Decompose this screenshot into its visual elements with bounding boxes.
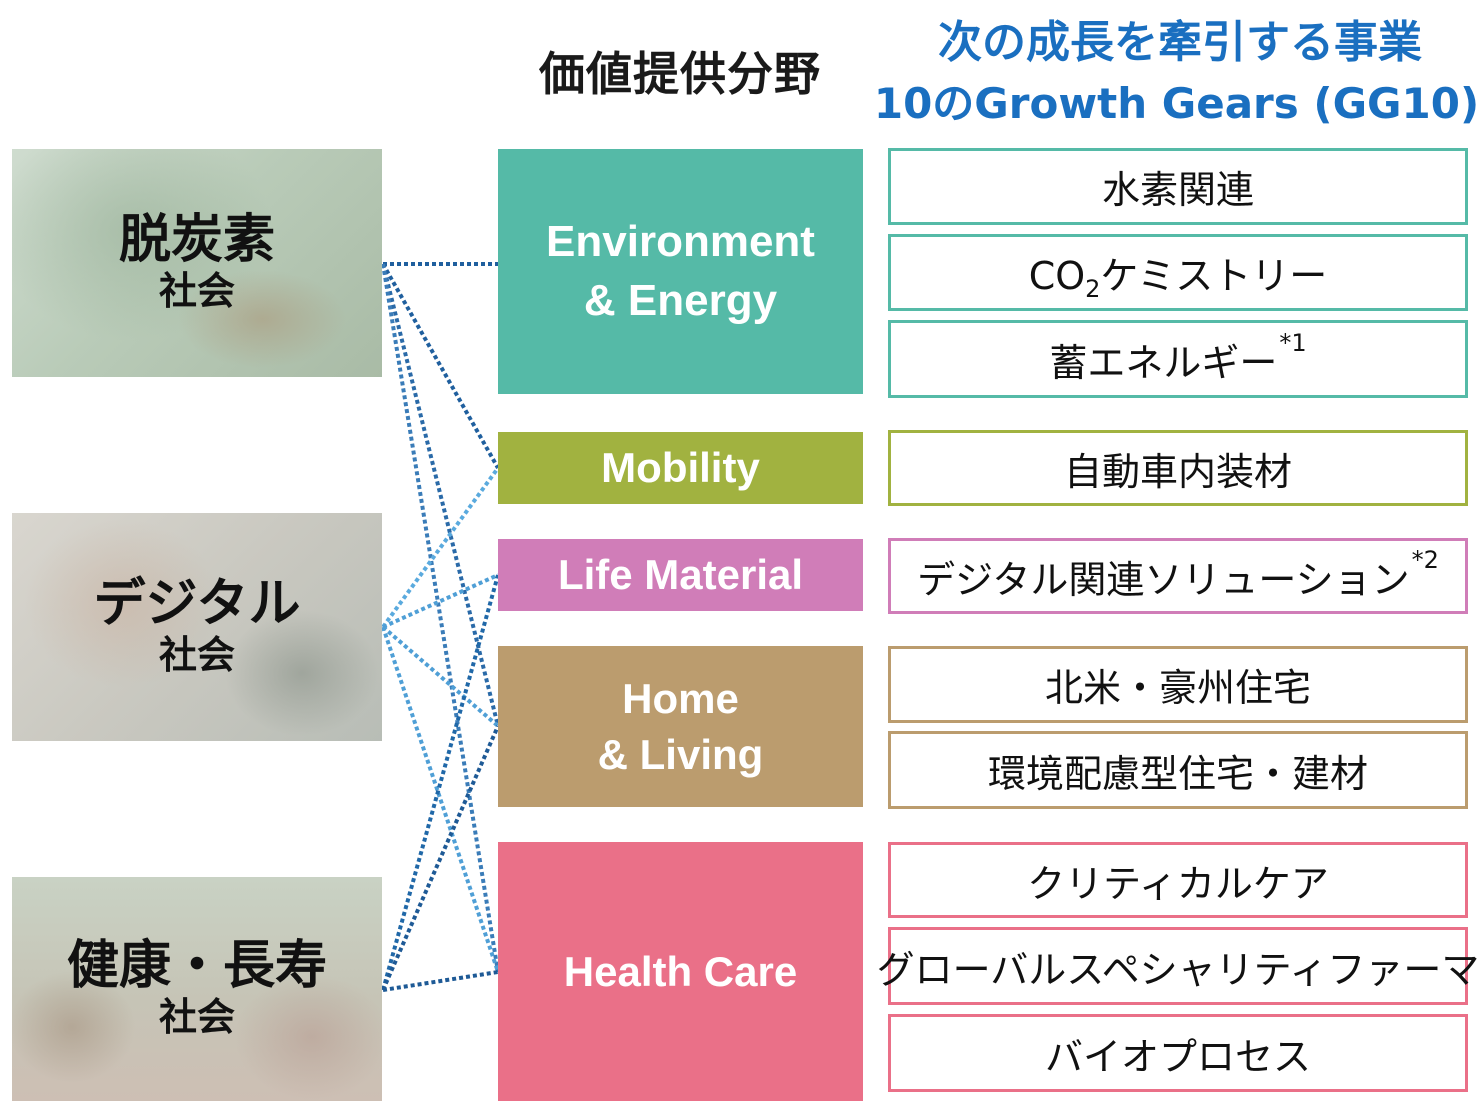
link-digital-mobility: [381, 466, 500, 629]
domains-title: 価値提供分野: [539, 47, 821, 101]
domain-label: Health Care: [563, 947, 798, 995]
gear-na-aus-housing: 北米・豪州住宅: [888, 646, 1468, 723]
domain-environment-energy: Environment & Energy: [498, 149, 863, 394]
link-decarbon-health: [381, 263, 500, 973]
gears-subtitle: 10のGrowth Gears (GG10): [873, 79, 1480, 128]
gear-label: 自動車内装材: [1063, 449, 1292, 494]
gear-label: 水素関連: [1101, 168, 1254, 212]
gear-label: 蓄エネルギー: [1049, 340, 1278, 385]
gear-auto-interior: 自動車内装材: [888, 430, 1468, 506]
society-subtitle: 社会: [158, 994, 235, 1039]
society-digital: デジタル 社会: [12, 513, 382, 741]
society-subtitle: 社会: [158, 632, 235, 677]
domain-health-care: Health Care: [498, 842, 863, 1101]
gear-label: 環境配慮型住宅・建材: [987, 751, 1368, 796]
link-health-home: [381, 725, 500, 991]
health-longevity-photo: [12, 877, 382, 1101]
gear-label: 北米・豪州住宅: [1044, 666, 1311, 710]
gear-bioprocess: バイオプロセス: [888, 1014, 1468, 1092]
gear-critical-care: クリティカルケア: [888, 842, 1468, 918]
domain-label: Home: [622, 675, 739, 723]
link-decarbon-mobility: [381, 263, 500, 469]
gear-global-specialty-pharma: グローバルスペシャリティファーマ: [877, 927, 1479, 1005]
domain-home-living: Home & Living: [498, 646, 863, 807]
decarbonization-photo: [12, 149, 382, 377]
link-digital-home: [381, 625, 500, 728]
gears-title: 次の成長を牽引する事業: [938, 17, 1422, 68]
digital-photo: [12, 513, 382, 741]
domain-label: Mobility: [601, 444, 760, 492]
domain-label: Environment: [546, 217, 815, 267]
gear-energy-storage: 蓄エネルギー*1: [888, 320, 1468, 398]
gear-label: バイオプロセス: [1044, 1034, 1311, 1079]
society-decarbonization: 脱炭素 社会: [12, 149, 382, 377]
society-title: 健康・長寿: [66, 935, 327, 996]
gear-co2-chemistry: CO2ケミストリー: [888, 234, 1468, 311]
society-title: 脱炭素: [118, 209, 275, 270]
society-subtitle: 社会: [158, 268, 235, 313]
domain-life-material: Life Material: [498, 539, 863, 611]
gear-label: クリティカルケア: [1027, 861, 1329, 906]
domain-label: & Energy: [583, 275, 778, 325]
society-title: デジタル: [93, 573, 301, 634]
link-decarbon-home: [381, 263, 500, 727]
domain-mobility: Mobility: [498, 432, 863, 504]
footnote-marker: *1: [1279, 329, 1307, 357]
domain-label: & Living: [597, 730, 764, 778]
gear-label: デジタル関連ソリューション: [917, 557, 1410, 602]
society-health-longevity: 健康・長寿 社会: [12, 877, 382, 1101]
gear-digital-solutions: デジタル関連ソリューション*2: [888, 538, 1468, 614]
gear-label: CO2ケミストリー: [1028, 254, 1328, 303]
link-health-health: [382, 970, 499, 992]
footnote-marker: *2: [1411, 546, 1439, 574]
gear-label: グローバルスペシャリティファーマ: [876, 947, 1480, 992]
domain-label: Life Material: [557, 551, 804, 599]
gear-hydrogen: 水素関連: [888, 148, 1468, 225]
gear-eco-housing: 環境配慮型住宅・建材: [888, 731, 1468, 809]
link-digital-life: [382, 573, 499, 629]
link-digital-health: [381, 626, 500, 973]
link-health-life: [381, 574, 500, 991]
